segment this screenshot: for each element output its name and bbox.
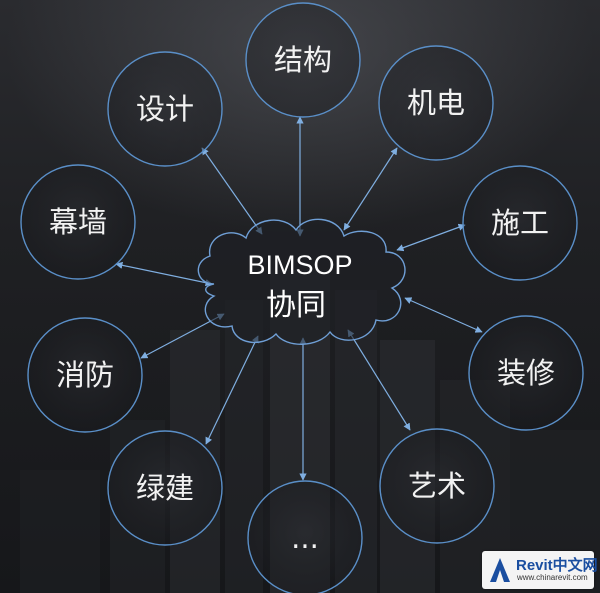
node-label-zhuangxiu: 装修 bbox=[497, 356, 555, 390]
node-ring-zhuangxiu bbox=[468, 315, 584, 431]
node-label-more: ... bbox=[291, 521, 319, 555]
node-jiegou: 结构 bbox=[245, 2, 361, 118]
hub-title: BIMSOP bbox=[247, 250, 352, 280]
node-ring-shigong bbox=[462, 165, 578, 281]
arrow-sheji bbox=[201, 147, 263, 235]
node-lvjian: 绿建 bbox=[107, 430, 223, 546]
hub-cloud: BIMSOP 协同 bbox=[197, 218, 406, 345]
node-label-shigong: 施工 bbox=[491, 206, 549, 240]
node-jidian: 机电 bbox=[378, 45, 494, 161]
node-zhuangxiu: 装修 bbox=[468, 315, 584, 431]
node-label-sheji: 设计 bbox=[136, 92, 194, 126]
node-ring-yishu bbox=[379, 428, 495, 544]
node-label-jiegou: 结构 bbox=[274, 43, 332, 77]
node-label-xiaofang: 消防 bbox=[56, 358, 114, 392]
node-label-yishu: 艺术 bbox=[408, 469, 466, 503]
node-label-lvjian: 绿建 bbox=[136, 471, 194, 505]
node-ring-lvjian bbox=[107, 430, 223, 546]
node-more: ... bbox=[247, 480, 363, 593]
node-muqiang: 幕墙 bbox=[20, 164, 136, 280]
node-ring-jiegou bbox=[245, 2, 361, 118]
arrow-muqiang bbox=[115, 261, 213, 287]
arrow-zhuangxiu bbox=[404, 297, 483, 333]
revit-watermark: Revit中文网 www.chinarevit.com bbox=[482, 551, 598, 589]
arrow-yishu bbox=[347, 329, 411, 431]
node-ring-sheji bbox=[107, 51, 223, 167]
watermark-url: www.chinarevit.com bbox=[517, 573, 588, 582]
arrow-shigong bbox=[396, 223, 466, 252]
arrow-jidian bbox=[343, 147, 398, 231]
hub-subtitle: 协同 bbox=[266, 288, 326, 323]
arrow-lvjian bbox=[205, 335, 259, 445]
node-label-muqiang: 幕墙 bbox=[49, 205, 107, 239]
node-ring-more bbox=[247, 480, 363, 593]
node-yishu: 艺术 bbox=[379, 428, 495, 544]
node-ring-muqiang bbox=[20, 164, 136, 280]
node-xiaofang: 消防 bbox=[27, 317, 143, 433]
revit-logo-icon bbox=[490, 558, 510, 582]
node-ring-xiaofang bbox=[27, 317, 143, 433]
cloud-shape bbox=[197, 218, 406, 345]
node-shigong: 施工 bbox=[462, 165, 578, 281]
node-sheji: 设计 bbox=[107, 51, 223, 167]
watermark-brand: Revit中文网 bbox=[516, 557, 598, 574]
node-label-jidian: 机电 bbox=[407, 86, 465, 120]
node-ring-jidian bbox=[378, 45, 494, 161]
